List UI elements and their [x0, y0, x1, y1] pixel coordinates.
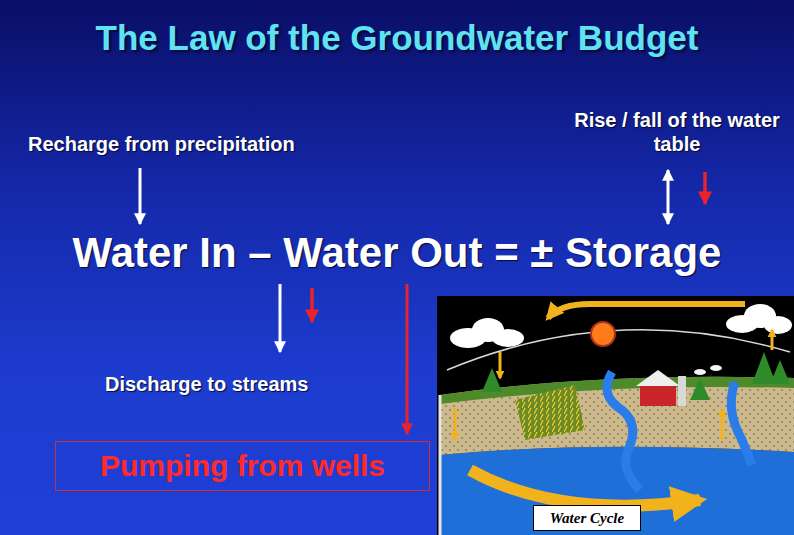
crop-field	[515, 385, 585, 440]
groundwater-flow-arrow	[470, 470, 700, 506]
recharge-arrow	[139, 168, 142, 224]
cows	[694, 365, 722, 375]
illustration-ground	[437, 296, 794, 535]
discharge-label: Discharge to streams	[105, 372, 425, 396]
node-text: Water Cycle	[550, 510, 624, 527]
block-edge	[439, 395, 442, 535]
tree	[690, 378, 710, 400]
storage-arrow	[667, 170, 670, 224]
node-text: Pumping from wells	[100, 449, 385, 483]
caption-box: Water Cycle	[533, 505, 641, 531]
stream	[607, 372, 640, 490]
stream-right	[731, 382, 752, 465]
recharge-label: Recharge from precipitation	[28, 132, 428, 156]
aquifer	[440, 447, 794, 535]
trees	[482, 352, 790, 400]
cow	[710, 365, 722, 371]
barn-roof	[636, 370, 680, 386]
cow	[694, 369, 706, 375]
pumping-box: Pumping from wells	[55, 441, 430, 491]
cloud-left	[450, 318, 524, 348]
tree	[770, 360, 790, 384]
atmosphere-arc	[447, 330, 790, 370]
discharge-arrow	[279, 284, 282, 352]
precipitation-arrow	[499, 352, 502, 378]
discharge-decline-arrow	[310, 288, 314, 322]
barn-wall	[640, 384, 676, 406]
water-cycle-illustration	[437, 296, 794, 535]
flow-arrows	[455, 330, 772, 440]
storage-decline-arrow	[703, 172, 707, 204]
cloud-puff	[764, 316, 792, 334]
silo	[678, 376, 686, 406]
sun	[591, 322, 615, 346]
pumping-arrow	[406, 284, 409, 434]
transpiration-arrow	[771, 330, 774, 350]
water-table-label: Rise / fall of the water table	[570, 108, 784, 156]
slide-title: The Law of the Groundwater Budget	[0, 18, 794, 58]
vapor-arrow	[548, 304, 745, 318]
cloud-right	[726, 304, 792, 334]
infiltration-arrow	[454, 408, 457, 440]
barn	[636, 370, 686, 406]
cloud-puff	[492, 329, 524, 347]
discharge-up-arrow	[721, 410, 724, 440]
budget-equation: Water In – Water Out = ± Storage	[5, 228, 789, 278]
